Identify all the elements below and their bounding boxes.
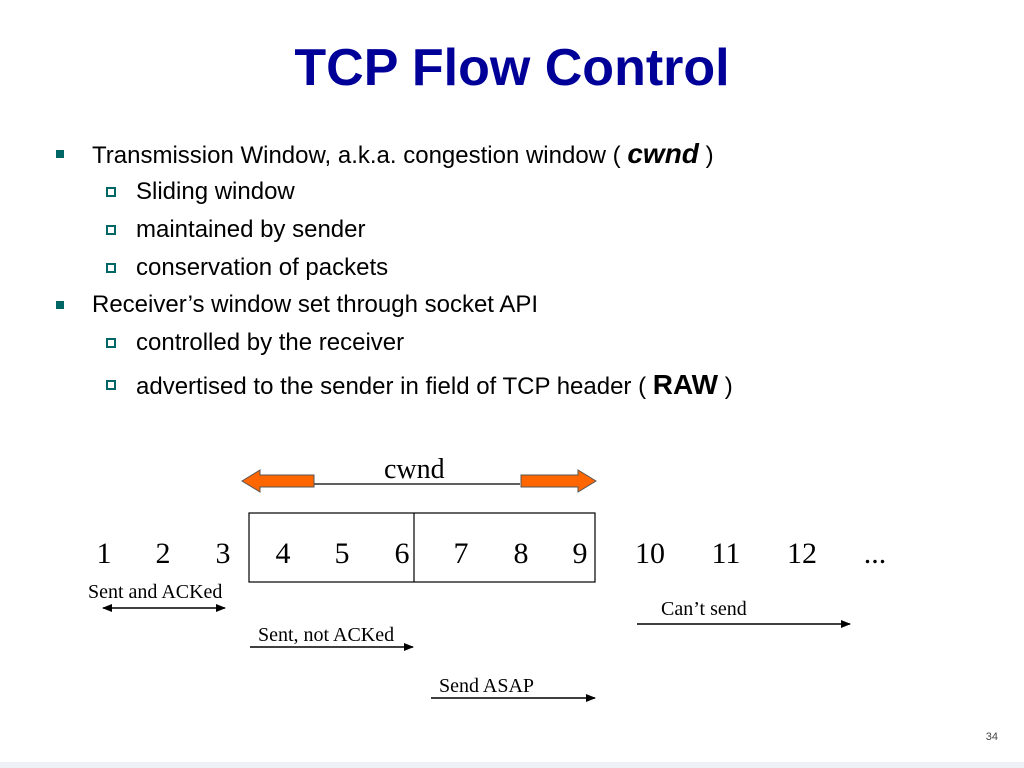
seq-number: 6 <box>394 537 410 570</box>
seq-number: 1 <box>96 537 112 570</box>
seq-number: 11 <box>711 537 741 570</box>
seq-number: 2 <box>155 537 171 570</box>
hollow-square-bullet-icon <box>106 263 116 273</box>
seq-number: 10 <box>635 537 665 570</box>
seq-number: 9 <box>572 537 588 570</box>
bullet-text: controlled by the receiver <box>136 329 405 356</box>
bullet-text: Transmission Window, a.k.a. congestion w… <box>92 142 628 169</box>
label-cant-send: Can’t send <box>661 598 747 620</box>
seq-number: 12 <box>787 537 817 570</box>
bullet-suffix: ) <box>698 142 714 169</box>
square-bullet-icon <box>56 150 64 158</box>
page-number: 34 <box>985 731 998 743</box>
raw-emphasis: RAW <box>652 369 719 400</box>
seq-number: 5 <box>334 537 350 570</box>
hollow-square-bullet-icon <box>106 187 116 197</box>
footer-strip <box>0 762 1024 768</box>
left-orange-arrow-icon <box>241 469 315 493</box>
square-bullet-icon <box>56 301 64 309</box>
seq-number: 3 <box>215 537 231 570</box>
bullet-text: Sliding window <box>136 178 295 205</box>
bullet-suffix: ) <box>718 373 733 400</box>
label-sent-not-acked: Sent, not ACKed <box>258 624 395 646</box>
bullet-text: Receiver’s window set through socket API <box>92 291 539 318</box>
bullet-text: conservation of packets <box>136 254 389 281</box>
seq-number: 8 <box>513 537 529 570</box>
right-orange-arrow-icon <box>520 469 597 493</box>
bullet-text: maintained by sender <box>136 216 366 243</box>
label-send-asap: Send ASAP <box>439 675 535 697</box>
slide-title: TCP Flow Control <box>294 39 730 97</box>
bullet-text: advertised to the sender in field of TCP… <box>136 373 653 400</box>
hollow-square-bullet-icon <box>106 380 116 390</box>
hollow-square-bullet-icon <box>106 338 116 348</box>
seq-number: 4 <box>275 537 291 570</box>
hollow-square-bullet-icon <box>106 225 116 235</box>
window-box <box>248 512 596 583</box>
cwnd-label: cwnd <box>384 454 445 485</box>
cwnd-emphasis: cwnd <box>627 138 699 169</box>
label-sent-acked: Sent and ACKed <box>88 581 223 603</box>
seq-number: ... <box>863 537 887 570</box>
seq-number: 7 <box>453 537 469 570</box>
